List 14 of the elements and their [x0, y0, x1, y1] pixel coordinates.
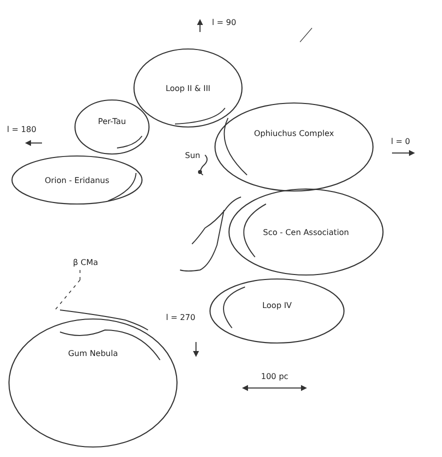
region-label: Loop IV	[262, 300, 292, 310]
region-label: Orion - Eridanus	[44, 176, 110, 184]
axis-label: l = 180	[7, 125, 36, 134]
axis-label: β CMa	[73, 258, 98, 267]
axis-label: l = 90	[212, 18, 236, 27]
region-label: Ophiuchus Complex	[254, 128, 334, 138]
axis-label: l = 270	[166, 313, 196, 322]
axis-label: Sun	[185, 151, 200, 160]
region-label: Loop II & III	[166, 84, 210, 92]
region-label: Gum Nebula	[68, 348, 118, 358]
region-label: Sco - Cen Association	[262, 228, 349, 236]
region-label: Per-Tau	[98, 116, 126, 126]
axis-label: l = 0	[391, 137, 410, 146]
axis-label: 100 pc	[261, 372, 288, 381]
